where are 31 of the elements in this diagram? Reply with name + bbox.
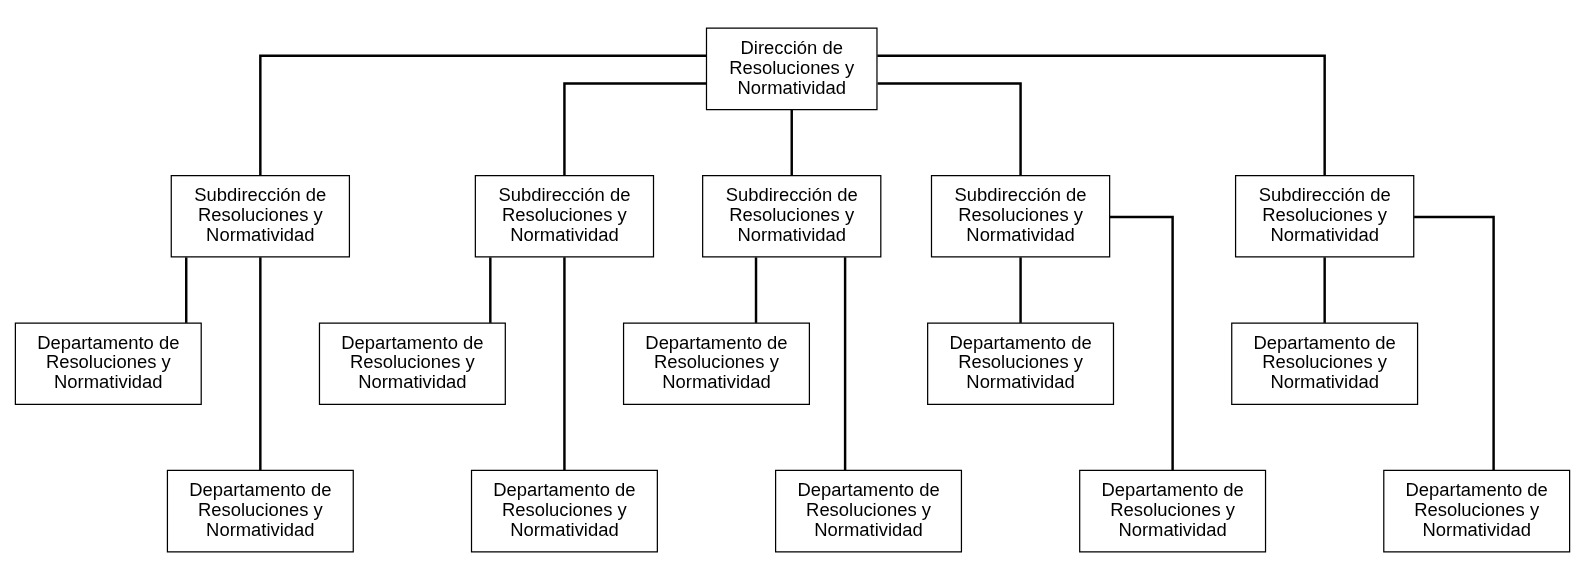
connector — [185, 257, 188, 323]
node-box: Departamento de Resoluciones y Normatividad — [470, 469, 658, 553]
connector — [843, 257, 847, 471]
connector — [877, 54, 1326, 176]
node-box: Subdirección de Resoluciones y Normatividad — [1234, 174, 1415, 258]
node-box: Departamento de Resoluciones y Normatividad — [1383, 469, 1571, 553]
connector — [259, 257, 262, 471]
connector — [1109, 215, 1174, 471]
node-box: Departamento de Resoluciones y Normatividad — [166, 469, 354, 553]
connector — [877, 82, 1022, 175]
node-box: Dirección de Resoluciones y Normatividad — [705, 27, 878, 111]
connector — [1323, 257, 1326, 323]
connector — [489, 257, 492, 323]
node-box: Departamento de Resoluciones y Normatividad — [775, 469, 963, 553]
connector — [790, 109, 793, 176]
node-box: Subdirección de Resoluciones y Normatividad — [930, 174, 1111, 258]
connector — [754, 257, 758, 323]
node-box: Subdirección de Resoluciones y Normatividad — [474, 174, 655, 258]
connector — [563, 257, 566, 471]
node-box: Departamento de Resoluciones y Normatividad — [1231, 322, 1419, 406]
node-box: Subdirección de Resoluciones y Normatividad — [170, 174, 351, 258]
node-box: Departamento de Resoluciones y Normatividad — [927, 322, 1115, 406]
connector — [1414, 215, 1495, 471]
node-box: Departamento de Resoluciones y Normatividad — [14, 322, 202, 406]
node-box: Subdirección de Resoluciones y Normatividad — [702, 174, 882, 258]
connector — [563, 82, 707, 175]
connector — [1019, 257, 1022, 323]
node-box: Departamento de Resoluciones y Normatividad — [1079, 469, 1267, 553]
connector — [259, 54, 707, 176]
node-box: Departamento de Resoluciones y Normatividad — [622, 322, 810, 406]
node-box: Departamento de Resoluciones y Normatividad — [318, 322, 506, 406]
